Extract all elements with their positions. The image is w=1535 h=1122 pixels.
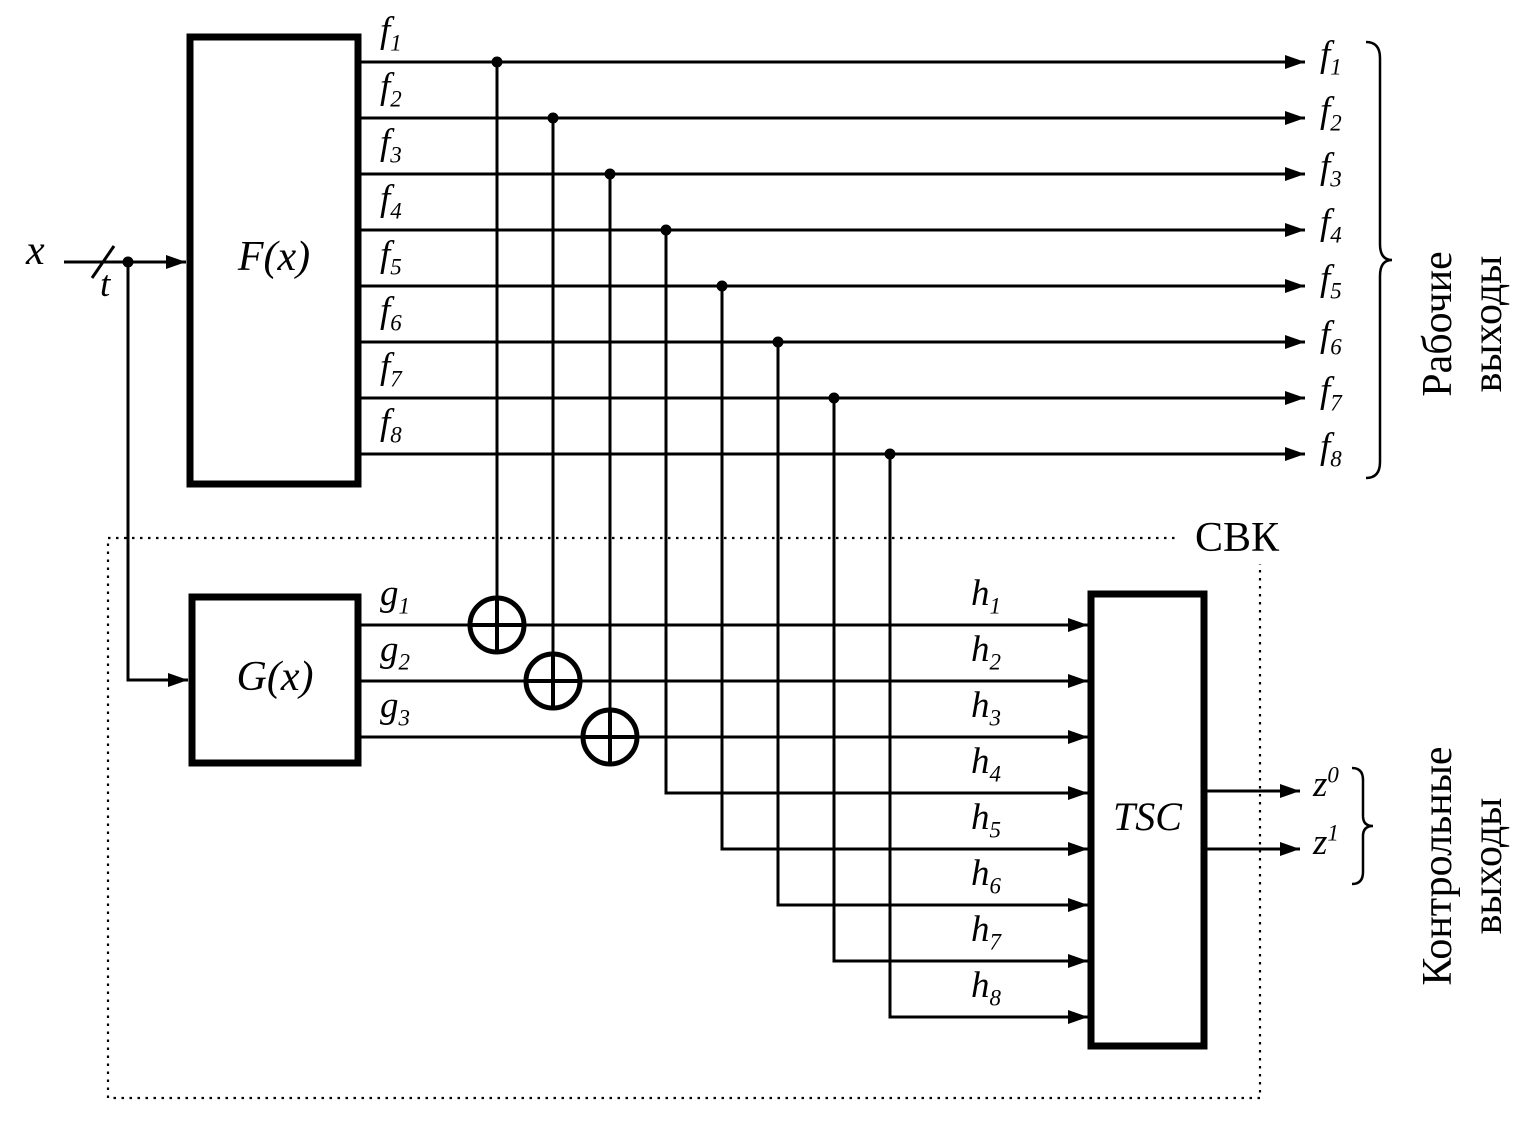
z-output-wires <box>1205 784 1300 856</box>
xor-gate-2 <box>523 651 583 711</box>
g2-label: g2 <box>380 629 410 675</box>
xor-gates <box>467 595 640 767</box>
f-block <box>186 33 362 488</box>
bus-width-label: t <box>100 264 111 305</box>
x-input-wires <box>64 245 188 687</box>
z0-label: z0 <box>1313 762 1339 805</box>
f-output-wires <box>356 55 1305 461</box>
z1-label: z1 <box>1313 820 1339 863</box>
f1-tap-label: f1 <box>380 10 402 56</box>
f3-tap-label: f3 <box>380 122 402 168</box>
tsc-block-label: TSC <box>1113 794 1182 839</box>
working-outputs-brace <box>1365 40 1393 480</box>
f2-tap-label: f2 <box>380 66 402 112</box>
f8-tap-label: f8 <box>380 402 402 448</box>
f4-out-label: f4 <box>1320 202 1342 248</box>
g-wires <box>360 623 583 739</box>
g-block-label: G(x) <box>236 654 314 700</box>
xor-gate-1 <box>467 595 527 655</box>
x-branch-wire <box>126 262 188 687</box>
h4-label: h4 <box>971 741 1001 787</box>
f8-out-label: f8 <box>1320 426 1342 472</box>
f6-out-label: f6 <box>1320 314 1342 360</box>
f6-junction-dot <box>772 336 784 348</box>
junction-dots <box>122 56 896 460</box>
f5-junction-dot <box>716 280 728 292</box>
bus-slash <box>90 245 116 279</box>
tsc-block <box>1087 590 1208 1050</box>
h6-wire <box>776 342 1088 912</box>
h7-label: h7 <box>971 909 1001 955</box>
g-block <box>188 593 362 767</box>
f7-junction-dot <box>828 392 840 404</box>
h6-label: h6 <box>971 853 1001 899</box>
xor-gate-3 <box>580 707 640 767</box>
h3-label: h3 <box>971 685 1001 731</box>
f1-out-label: f1 <box>1320 34 1342 80</box>
svk-label: СВК <box>1180 512 1294 564</box>
f4-tap-label: f4 <box>380 178 402 224</box>
f-block-label: F(x) <box>237 234 311 280</box>
f2-out-label: f2 <box>1320 90 1342 136</box>
f1-junction-dot <box>491 56 503 68</box>
h8-wire <box>888 454 1088 1024</box>
h8-label: h8 <box>971 965 1001 1011</box>
h5-wire <box>720 286 1088 856</box>
f5-out-label: f5 <box>1320 258 1342 304</box>
f3-out-label: f3 <box>1320 146 1342 192</box>
f-tap-wires <box>495 62 612 710</box>
f2-junction-dot <box>547 112 559 124</box>
control-outputs-brace <box>1351 766 1374 886</box>
control-outputs-label: Контрольные выходы <box>1415 746 1511 986</box>
svk-dotted-box <box>106 536 1262 1100</box>
g1-label: g1 <box>380 573 410 619</box>
f3-junction-dot <box>604 168 616 180</box>
f4-junction-dot <box>660 224 672 236</box>
f8-junction-dot <box>884 448 896 460</box>
working-outputs-label: Рабочие выходы <box>1415 251 1511 397</box>
h5-label: h5 <box>971 797 1001 843</box>
x-branch-dot <box>122 256 134 268</box>
h4-wire <box>664 230 1088 800</box>
h-wires <box>524 230 1088 1024</box>
f6-tap-label: f6 <box>380 290 402 336</box>
f7-out-label: f7 <box>1320 370 1342 416</box>
h2-label: h2 <box>971 629 1001 675</box>
f5-tap-label: f5 <box>380 234 402 280</box>
h7-wire <box>832 398 1088 968</box>
h1-label: h1 <box>971 573 1001 619</box>
x-input-label: x <box>26 228 45 274</box>
g3-label: g3 <box>380 685 410 731</box>
f7-tap-label: f7 <box>380 346 402 392</box>
